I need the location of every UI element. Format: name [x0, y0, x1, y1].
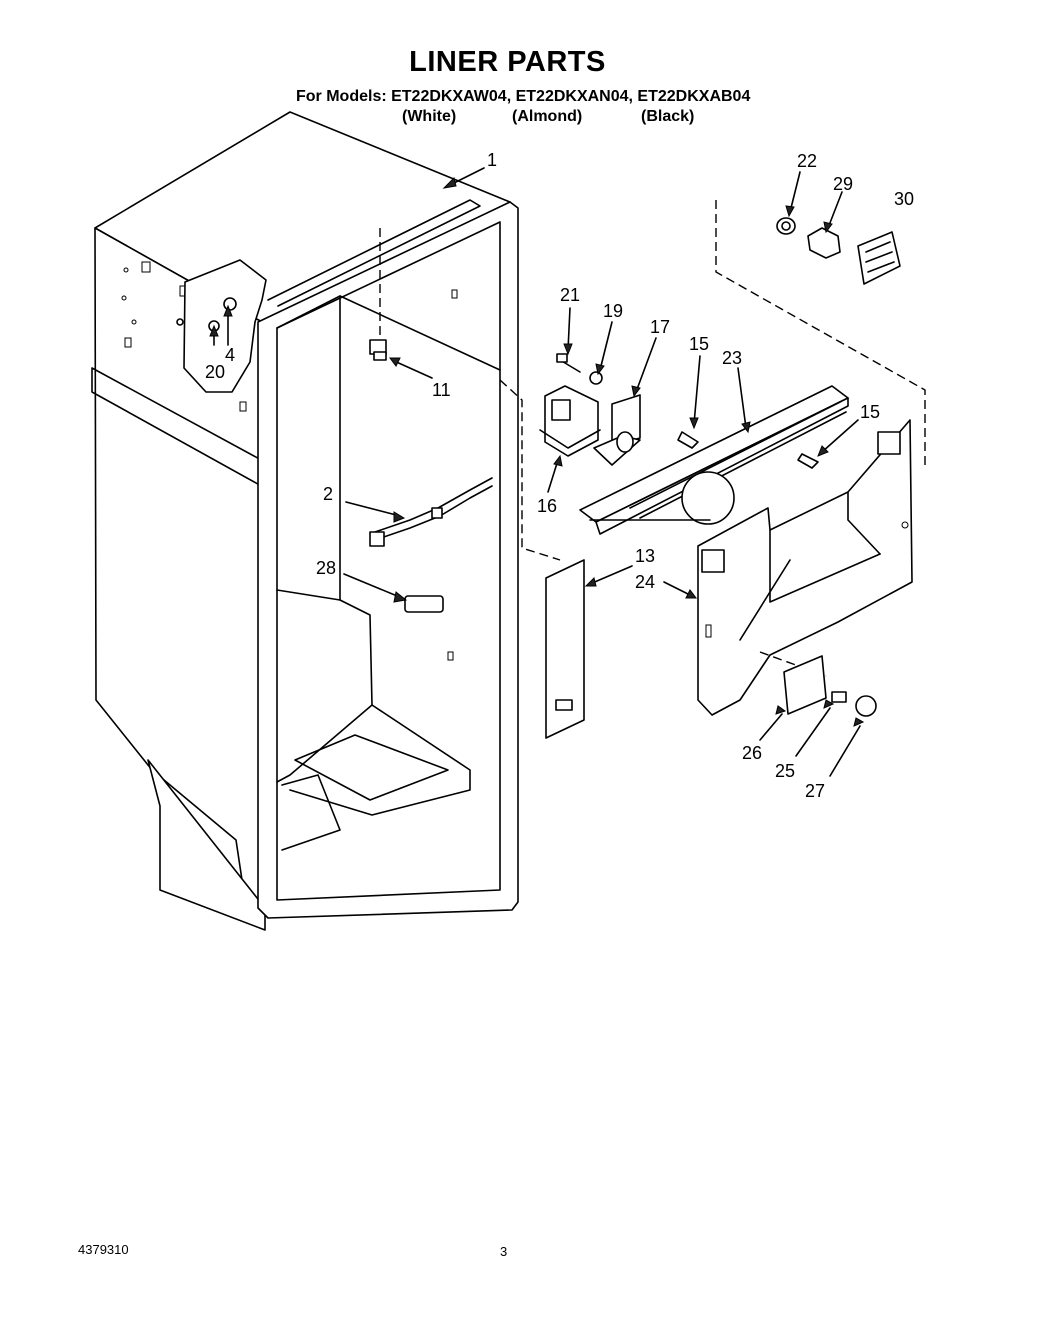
callout-1: 1: [487, 150, 497, 170]
callout-labels: 1 4 20 11 2 28 21 19 17 15 23 15 16 13 2…: [205, 150, 914, 801]
callout-28: 28: [316, 558, 336, 578]
callout-27: 27: [805, 781, 825, 801]
callout-11: 11: [432, 380, 451, 400]
leader-dashed: [499, 379, 561, 561]
callout-15-upper: 15: [689, 334, 709, 354]
part-15-screw-b: [797, 453, 819, 469]
color-white: (White): [402, 108, 457, 125]
part-13-strip: [545, 559, 585, 739]
leader-lines: [213, 167, 861, 777]
callout-16: 16: [537, 496, 557, 516]
part-24-panel: [697, 419, 913, 716]
page-title: LINER PARTS: [409, 46, 606, 78]
color-black: (Black): [641, 108, 695, 125]
callout-17: 17: [650, 317, 670, 337]
color-almond: (Almond): [512, 108, 583, 125]
lamp-switch-parts: [783, 655, 877, 717]
callout-25: 25: [775, 761, 795, 781]
callout-20: 20: [205, 362, 225, 382]
page-number: 3: [500, 1244, 508, 1259]
arrowheads: [209, 177, 865, 727]
callout-21: 21: [560, 285, 580, 305]
callout-13: 13: [635, 546, 655, 566]
document-number: 4379310: [78, 1242, 129, 1257]
part-15-screw-a: [677, 431, 699, 449]
part-28-connector: [404, 595, 444, 613]
models-line: For Models: ET22DKXAW04, ET22DKXAN04, ET…: [296, 88, 751, 105]
part-11-bracket: [369, 228, 387, 361]
callout-26: 26: [742, 743, 762, 763]
callout-30: 30: [894, 189, 914, 209]
callout-29: 29: [833, 174, 853, 194]
callout-2: 2: [323, 484, 333, 504]
cabinet-liner: [91, 111, 519, 931]
fan-motor-assembly: [539, 353, 641, 466]
callout-15-right: 15: [860, 402, 880, 422]
light-parts: [776, 217, 901, 285]
callout-22: 22: [797, 151, 817, 171]
part-2-harness: [369, 477, 493, 547]
callout-19: 19: [603, 301, 623, 321]
callout-23: 23: [722, 348, 742, 368]
callout-24: 24: [635, 572, 655, 592]
callout-4: 4: [225, 345, 235, 365]
light-region-dashed: [715, 200, 926, 470]
